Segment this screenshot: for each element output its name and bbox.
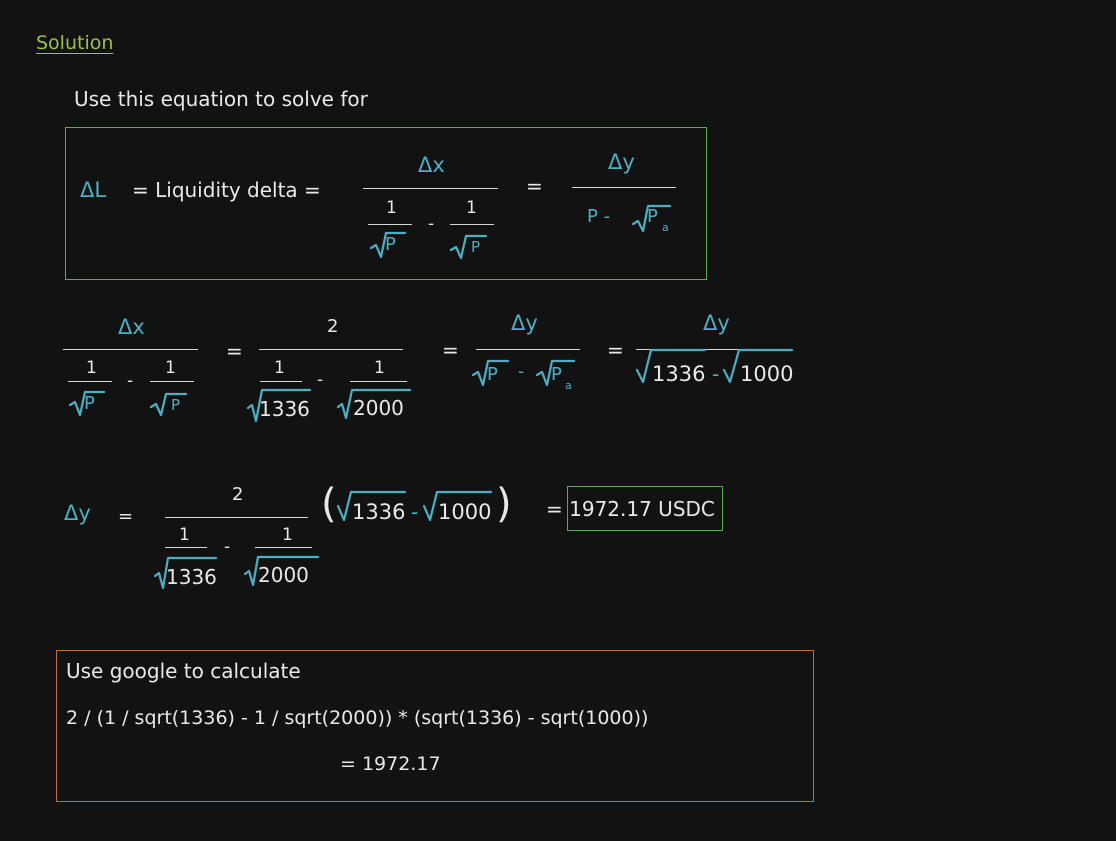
minus-sign: - [518, 362, 525, 382]
fraction-bar [363, 188, 498, 189]
radical-sign [153, 556, 218, 590]
subscript-a: a [565, 379, 572, 392]
sqrt-1336-value: 1336 [352, 500, 406, 524]
radical-sign [631, 204, 672, 233]
sqrt-pa-value: P [647, 206, 658, 227]
minus-sign: - [317, 370, 324, 390]
sqrt-2000-value: 2000 [258, 563, 309, 587]
sqrt-1336-value: 1336 [166, 565, 217, 589]
equation-box [65, 127, 707, 280]
calculation-expression: 2 / (1 / sqrt(1336) - 1 / sqrt(2000)) * … [66, 707, 649, 729]
numeral-two: 2 [327, 316, 339, 337]
sqrt-p-value: P [84, 393, 95, 414]
numeral-two: 2 [232, 484, 244, 505]
fraction-bar [260, 381, 302, 382]
radical-sign [243, 555, 320, 587]
fraction-bar [636, 349, 791, 350]
numeral-one: 1 [179, 525, 190, 545]
sqrt-1336-value: 1336 [259, 397, 310, 421]
sqrt-p-value: P [171, 396, 181, 414]
sqrt-1000-value: 1000 [740, 362, 794, 386]
minus-sign: - [224, 537, 231, 557]
sqrt-p-value: P [487, 364, 498, 385]
sqrt-2000-value: 2000 [353, 396, 404, 420]
subscript-a: a [662, 221, 669, 234]
fraction-bar [476, 349, 580, 350]
delta-y-symbol: Δy [64, 501, 91, 525]
numeral-one: 1 [466, 198, 477, 218]
delta-x-symbol: Δx [418, 153, 445, 177]
radical-sign [422, 490, 493, 522]
fraction-bar [150, 381, 194, 382]
radical-sign [246, 388, 312, 423]
minus-sign: - [712, 362, 720, 386]
radical-sign [149, 392, 188, 417]
fraction-bar [350, 381, 407, 382]
radical-sign [635, 348, 707, 384]
delta-y-symbol: Δy [608, 150, 635, 174]
sqrt-p-value: P [471, 238, 481, 256]
fraction-bar [255, 547, 312, 548]
fraction-bar [63, 349, 198, 350]
intro-text: Use this equation to solve for [74, 87, 368, 111]
right-parenthesis: ) [496, 481, 512, 527]
radical-sign [336, 388, 412, 420]
numeral-one: 1 [86, 358, 97, 378]
fraction-bar [572, 187, 676, 188]
radical-sign [336, 490, 407, 522]
calculation-box [56, 650, 814, 802]
numeral-one: 1 [374, 358, 385, 378]
minus-sign: - [411, 500, 419, 524]
radical-sign [722, 348, 794, 384]
equals-sign: = [607, 338, 624, 362]
delta-y-symbol: Δy [511, 311, 538, 335]
equals-sign: = [226, 339, 243, 363]
calculation-title: Use google to calculate [66, 659, 301, 683]
fraction-bar [68, 381, 112, 382]
calculation-result: = 1972.17 [340, 753, 441, 775]
sqrt-1336-value: 1336 [652, 362, 706, 386]
minus-sign: - [127, 371, 134, 391]
liquidity-delta-label: = Liquidity delta = [132, 178, 321, 202]
numeral-one: 1 [386, 198, 397, 218]
equals-sign: = [526, 174, 543, 198]
equals-sign: = [442, 338, 459, 362]
result-box [567, 486, 723, 531]
delta-x-symbol: Δx [118, 315, 145, 339]
numeral-one: 1 [274, 358, 285, 378]
solution-heading: Solution [36, 32, 114, 54]
delta-l-symbol: ΔL [80, 178, 107, 202]
p-minus: P - [587, 206, 611, 227]
fraction-bar [259, 349, 403, 350]
result-value: = 1972.17 USDC [546, 497, 715, 521]
delta-y-symbol: Δy [703, 311, 730, 335]
radical-sign [535, 359, 576, 387]
radical-sign [369, 231, 407, 259]
radical-sign [471, 359, 510, 387]
left-parenthesis: ( [321, 481, 337, 527]
numeral-one: 1 [282, 525, 293, 545]
numeral-one: 1 [165, 358, 176, 378]
fraction-bar [165, 547, 207, 548]
fraction-bar [450, 224, 494, 225]
minus-sign: - [428, 214, 435, 234]
sqrt-pa-value: P [551, 364, 562, 385]
equals-sign: = [118, 506, 134, 527]
fraction-bar [368, 224, 412, 225]
radical-sign [449, 234, 488, 260]
radical-sign [68, 390, 106, 417]
fraction-bar [165, 517, 308, 518]
sqrt-p-value: P [385, 234, 396, 255]
sqrt-1000-value: 1000 [438, 500, 492, 524]
